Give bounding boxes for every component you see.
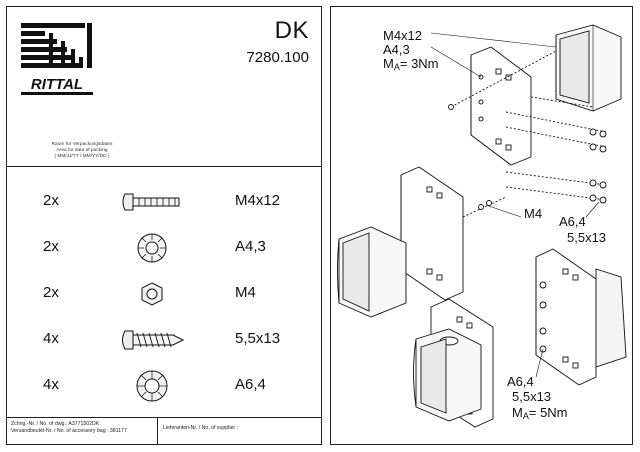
serrated-lock-washer-large-icon (136, 370, 168, 402)
torque-subscript: A (393, 62, 400, 72)
torque-symbol: M (512, 405, 523, 420)
list-item: 4x A6,4 (7, 366, 321, 406)
list-item: 2x M4 (7, 274, 321, 314)
list-item: 2x M4x12 (7, 182, 321, 222)
part-spec: 5,5x13 (235, 330, 281, 347)
part-quantity: 2x (43, 238, 59, 255)
serrated-lock-washer-icon (137, 233, 167, 263)
accessory-bag-number: Versandbeutel-Nr. / No. of accessory bag… (11, 428, 127, 434)
divider (7, 417, 321, 418)
hex-nut-icon (141, 282, 163, 306)
pan-head-screw-icon (122, 193, 180, 211)
part-spec: A6,4 (235, 376, 266, 393)
callout-top-screw: M4x12 (383, 28, 423, 43)
callout-bottom-screw: 5,5x13 (512, 389, 552, 404)
parts-list-panel: RITTAL DK 7280.100 Raum für Verpackungsd… (6, 6, 322, 445)
packing-note-line: Area for data of packing (56, 148, 108, 153)
packing-data-area: Raum für Verpackungsdaten Area for data … (7, 142, 157, 160)
torque-value: = 3Nm (399, 56, 439, 71)
footer-drawing-info: Zchng.-Nr. / No. of dwg.: A3771502DK Ver… (11, 421, 127, 435)
packing-note-line: Raum für Verpackungsdaten (51, 142, 113, 147)
part-quantity: 4x (43, 330, 59, 347)
part-spec: A4,3 (235, 238, 266, 255)
part-quantity: 2x (43, 284, 59, 301)
torque-symbol: M (383, 56, 394, 71)
part-quantity: 2x (43, 192, 59, 209)
rittal-logo-icon: RITTAL (21, 23, 93, 95)
callout-mid-nut: M4 (524, 206, 543, 221)
callout-top-torque: MA= 3Nm (383, 57, 439, 74)
callout-mid-washer: A6,4 (559, 214, 586, 229)
brand-wordmark: RITTAL (31, 76, 83, 93)
callout-bottom-washer: A6,4 (507, 374, 534, 389)
callout-mid-screw: 5,5x13 (567, 230, 607, 245)
torque-value: = 5Nm (528, 405, 568, 420)
supplier-number: Lieferanten-Nr. / No. of supplier : (163, 425, 238, 431)
assembly-drawing-panel: M4x12 A4,3 MA= 3Nm M4 A6,4 5,5x13 A6,4 5… (330, 6, 633, 445)
list-item: 2x A4,3 (7, 228, 321, 268)
self-tapping-screw-icon (122, 330, 185, 350)
product-code: DK (274, 17, 309, 44)
callout-top-washer: A4,3 (383, 42, 410, 57)
list-item: 4x 5,5x13 (7, 320, 321, 360)
divider (7, 166, 321, 167)
part-number: 7280.100 (246, 49, 309, 66)
packing-note-line: ( MM/JJ/TT / MM/YY/DD ) (54, 154, 110, 159)
part-quantity: 4x (43, 376, 59, 393)
divider (157, 417, 158, 445)
callout-bottom-torque: MA= 5Nm (512, 406, 568, 423)
drawing-number: Zchng.-Nr. / No. of dwg.: A3771502DK (11, 421, 100, 427)
torque-subscript: A (522, 411, 529, 421)
part-spec: M4 (235, 284, 256, 301)
exploded-assembly-illustration (337, 24, 627, 428)
part-spec: M4x12 (235, 192, 281, 209)
